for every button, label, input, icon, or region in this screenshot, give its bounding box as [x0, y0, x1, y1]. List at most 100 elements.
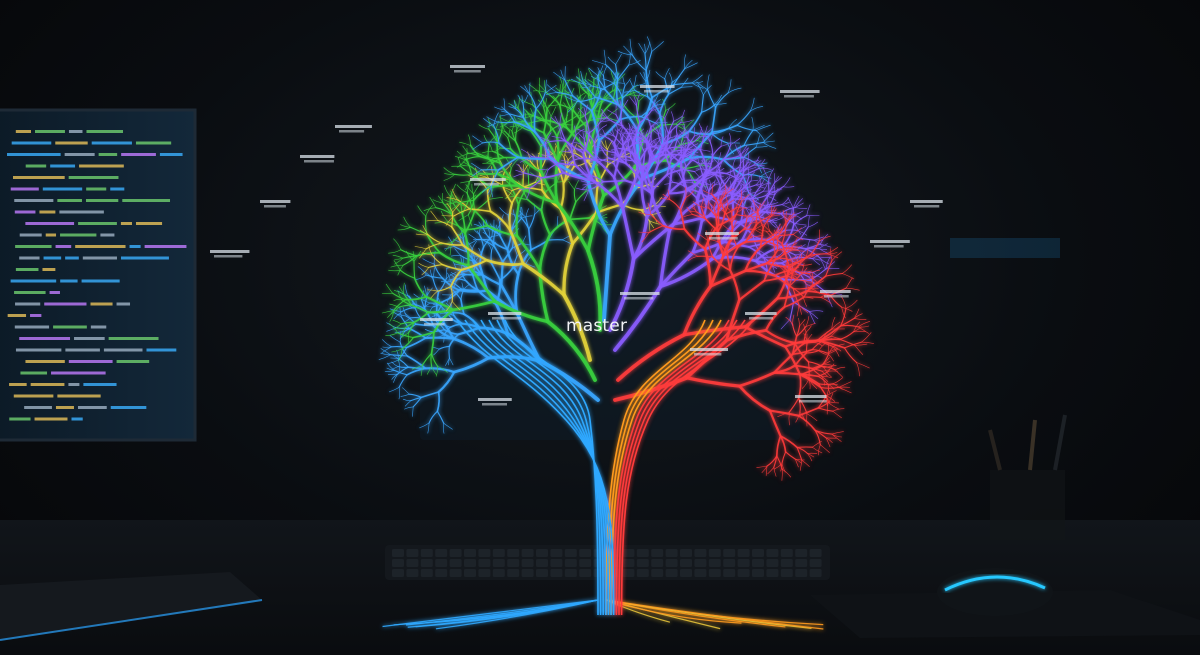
code-line-segment — [42, 268, 56, 271]
tree-branch — [615, 78, 619, 106]
tree-branch — [786, 264, 800, 277]
tree-branch — [568, 217, 590, 221]
tree-branch — [557, 162, 577, 166]
keyboard-left — [0, 572, 263, 641]
tree-branch — [582, 132, 585, 140]
tree-branch — [715, 166, 718, 177]
tree-branch — [793, 195, 800, 209]
tree-branch — [644, 43, 646, 55]
tree-branch — [650, 131, 653, 142]
tree-branch — [550, 106, 556, 117]
tree-branch — [683, 214, 693, 218]
tree-branch — [391, 348, 403, 353]
tree-branch — [774, 176, 779, 184]
tree-branch — [605, 140, 608, 150]
tree-branch — [601, 140, 608, 150]
tree-branch — [604, 88, 619, 106]
tree-branch — [647, 202, 652, 215]
tree-branch — [664, 107, 670, 119]
tree-branch — [828, 348, 839, 355]
tree-branch — [644, 53, 647, 72]
tree-branch — [798, 317, 800, 327]
keyboard-key — [780, 549, 793, 557]
tree-branch — [541, 171, 565, 179]
tree-branch — [598, 124, 608, 131]
tree-branch — [391, 307, 399, 314]
tree-branch — [725, 166, 740, 175]
tree-branch — [796, 446, 809, 455]
code-line-segment — [144, 245, 187, 248]
tree-branch — [788, 273, 793, 287]
tree-branch — [812, 258, 820, 266]
tree-branch — [703, 190, 712, 195]
tree-branch — [413, 260, 416, 279]
monitor-center — [420, 220, 1060, 440]
code-line-segment — [42, 187, 83, 191]
tree-branch — [631, 54, 647, 72]
keyboard-key — [406, 559, 419, 567]
tree-branch — [727, 87, 742, 94]
tree-branch — [798, 304, 802, 315]
keyboard-key — [492, 549, 505, 557]
tree-branch — [767, 204, 783, 208]
code-line-segment — [59, 210, 104, 214]
tree-branch — [397, 313, 407, 317]
tree-branch — [796, 304, 800, 317]
tree-branch — [397, 264, 404, 276]
code-line-segment — [91, 141, 132, 145]
tree-branch — [696, 81, 708, 90]
annotation-tag — [214, 255, 243, 258]
keyboard-key — [579, 549, 592, 557]
annotation-tag — [640, 85, 675, 88]
tree-branch — [398, 358, 409, 368]
tree-branch — [393, 311, 403, 320]
tree-branch — [667, 81, 673, 95]
keyboard-key — [550, 549, 563, 557]
tree-branch — [624, 162, 643, 183]
annotation-tag — [482, 403, 508, 406]
tree-branch — [570, 96, 575, 112]
tree-branch — [752, 160, 762, 166]
tree-branch — [809, 311, 819, 319]
tree-branch — [645, 188, 655, 218]
code-line-segment — [116, 302, 131, 306]
tree-branch — [709, 269, 747, 288]
tree-branch — [684, 62, 698, 70]
tree-branch — [540, 141, 551, 147]
tree-branch — [717, 241, 728, 253]
tree-branch — [447, 221, 465, 231]
tree-branch — [715, 215, 719, 233]
tree-branch — [520, 157, 543, 174]
tree-branch — [820, 365, 836, 371]
code-line-segment — [35, 130, 65, 133]
tree-branch — [773, 463, 783, 470]
tree-branch — [566, 127, 593, 155]
tree-branch — [599, 133, 606, 138]
tree-branch — [656, 147, 667, 157]
keyboard-key — [564, 559, 577, 567]
tree-branch — [544, 85, 557, 94]
tree-branch — [611, 81, 614, 92]
tree-branch — [619, 147, 629, 150]
tree-branch — [608, 130, 615, 137]
tree-branch — [515, 169, 526, 174]
tree-branch — [614, 138, 622, 149]
tree-branch — [763, 181, 769, 192]
tree-branch — [415, 300, 417, 310]
tree-branch — [712, 145, 722, 157]
tree-branch — [561, 160, 570, 163]
code-line-segment — [30, 383, 65, 386]
tree-branch — [745, 167, 757, 171]
root-strand — [435, 599, 599, 630]
tree-branch — [386, 367, 395, 371]
tree-branch — [724, 204, 726, 214]
tree-branch — [708, 200, 710, 209]
tree-branch — [682, 284, 713, 337]
code-line-segment — [83, 383, 117, 386]
tree-branch — [699, 165, 705, 181]
tree-branch — [443, 326, 451, 336]
code-line-segment — [78, 222, 117, 225]
tree-branch — [827, 343, 829, 355]
tree-branch — [397, 365, 409, 369]
